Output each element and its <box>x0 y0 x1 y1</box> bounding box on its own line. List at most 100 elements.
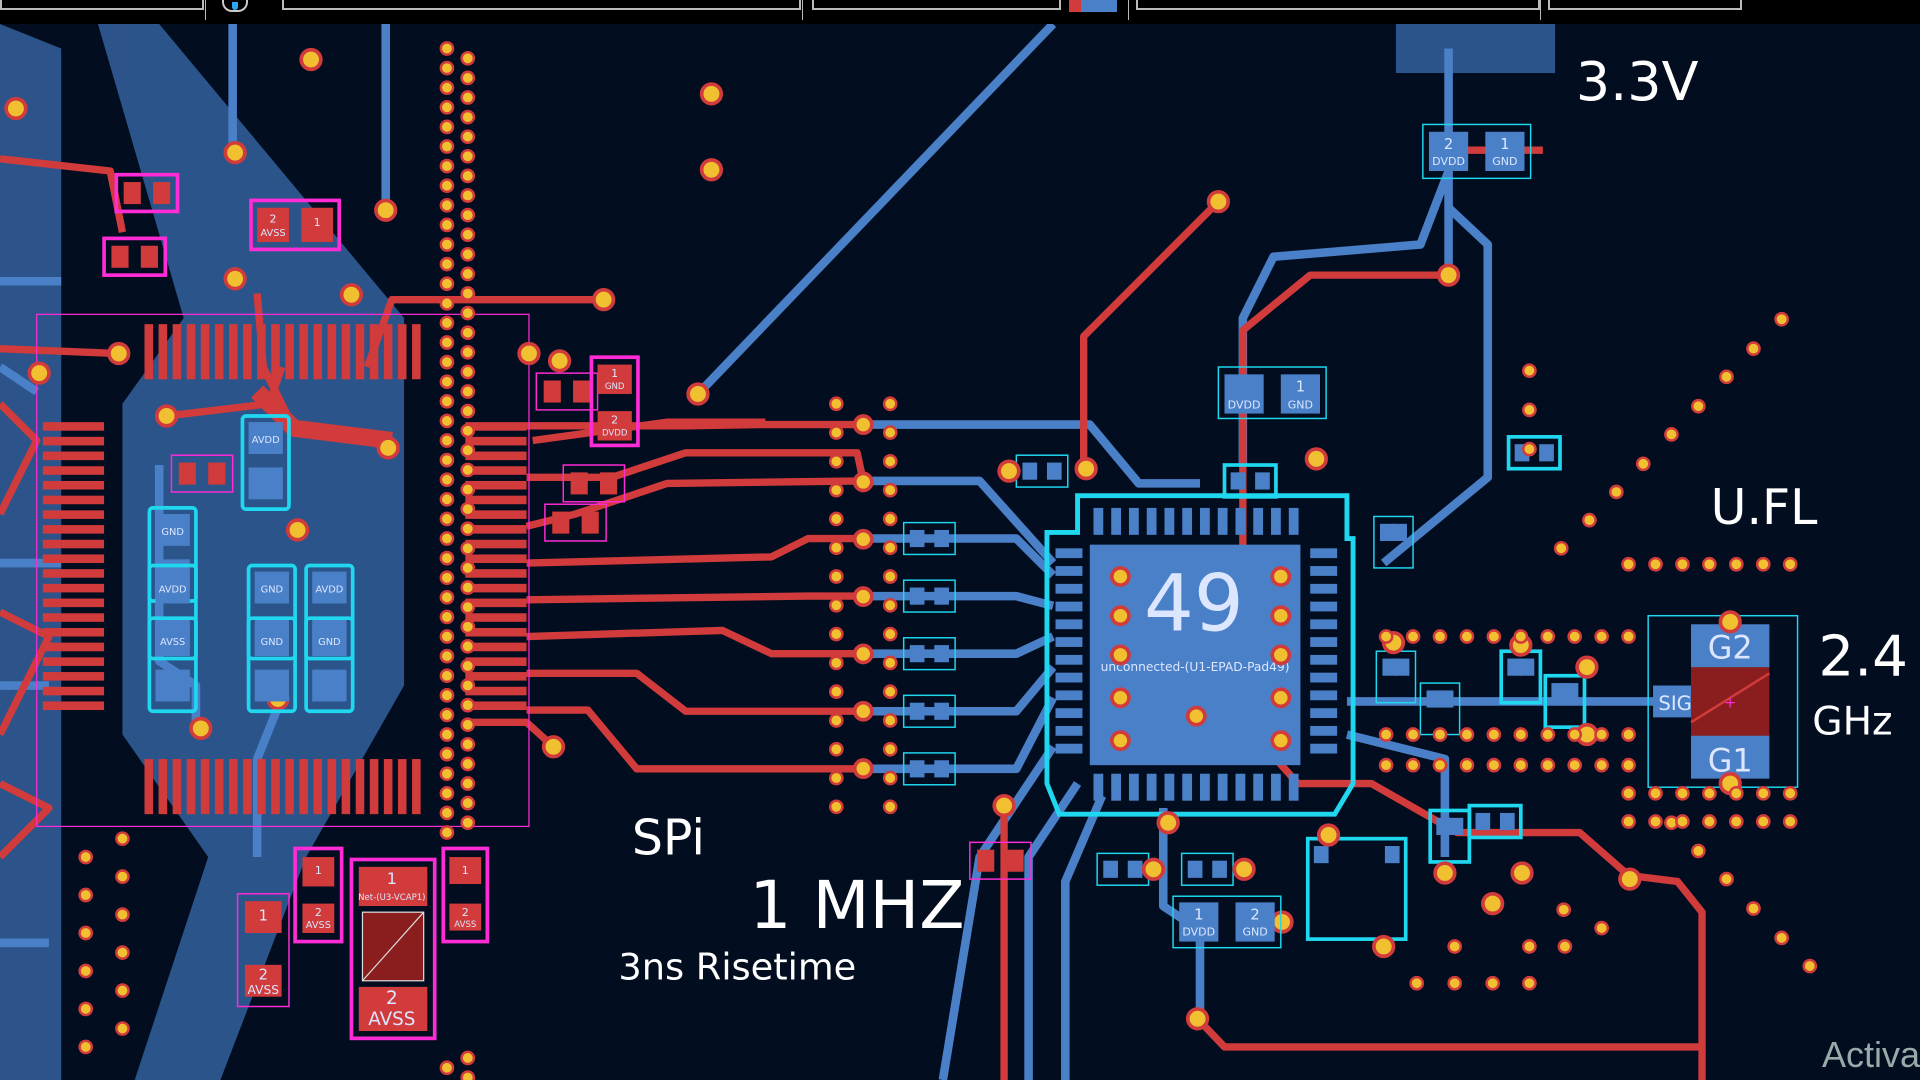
pad-net: Net-(U3-VCAP1) <box>358 893 425 903</box>
via <box>1513 757 1529 773</box>
via <box>882 597 898 613</box>
via <box>439 119 455 135</box>
capacitor-dvdd[interactable]: DVDD 1 GND <box>1217 366 1327 420</box>
toolbar-field[interactable] <box>0 0 204 10</box>
via <box>1621 727 1636 742</box>
pad-net: DVDD <box>1228 399 1261 412</box>
passive-pad <box>1127 860 1143 878</box>
pad-net: AVSS <box>160 637 185 648</box>
via <box>460 619 476 635</box>
via <box>439 609 455 625</box>
ufl-body-hatch <box>1690 672 1771 724</box>
ic-pin <box>465 466 527 475</box>
ic-pin <box>257 324 266 380</box>
capacitor-courtyard <box>147 563 198 661</box>
via <box>376 436 400 460</box>
thermal-via <box>1110 605 1131 627</box>
pad-num: 1 <box>314 216 321 229</box>
hand-annotations: 3.3V U.FL 2.4 GHz SPi 1 MHZ 3ns Risetime <box>618 50 1908 989</box>
via <box>1522 363 1537 379</box>
via <box>439 668 455 684</box>
via <box>1522 975 1537 991</box>
ic-pin <box>1111 507 1122 535</box>
vias <box>4 41 1818 1080</box>
passive-courtyard <box>902 637 956 671</box>
passive-pad <box>1103 860 1118 878</box>
capacitor-courtyard <box>304 563 355 661</box>
via <box>882 684 898 700</box>
ic-pin <box>1310 566 1338 576</box>
ic-pin <box>1055 619 1083 630</box>
ic-pin <box>42 510 105 519</box>
via <box>828 453 844 469</box>
passive-pad <box>123 182 141 205</box>
ufl-pad-g1[interactable] <box>1691 734 1770 779</box>
pad-num: 1 <box>611 367 618 380</box>
via <box>439 335 455 350</box>
via <box>828 741 844 757</box>
capacitor-3v3[interactable]: 2 DVDD 1 GND <box>1422 123 1532 180</box>
passive-pad <box>1380 523 1395 541</box>
via <box>439 41 455 56</box>
layer-icon[interactable] <box>222 0 248 12</box>
via <box>115 1021 130 1036</box>
capacitor-dvdd-bottom[interactable]: 1 DVDD 2 GND <box>1172 895 1282 949</box>
toolbar-field[interactable] <box>282 0 801 10</box>
capacitor-avss-a[interactable]: 1 2 AVSS <box>236 893 290 1008</box>
via <box>1621 556 1636 572</box>
ic-pin <box>1288 507 1299 535</box>
toolbar-field[interactable] <box>1548 0 1742 10</box>
main-ic[interactable]: 49 unconnected-(U1-EPAD-Pad49) <box>1044 493 1356 817</box>
capacitor-avss-top[interactable]: 2 AVSS 1 <box>249 198 342 252</box>
toolbar-separator <box>1128 0 1129 20</box>
ic-pin <box>369 324 379 380</box>
via <box>882 626 898 642</box>
ic-pin <box>200 759 210 815</box>
via <box>1746 901 1761 916</box>
capacitor-vcap[interactable]: 1 Net-(U3-VCAP1) 2 AVSS <box>349 857 437 1041</box>
via <box>460 462 476 478</box>
toolbar-separator <box>1540 0 1541 20</box>
passive-pad <box>977 849 995 872</box>
ic-pin <box>1093 773 1104 801</box>
via <box>460 658 476 674</box>
ic-pin <box>1055 672 1083 683</box>
layer-color-swatch[interactable] <box>1081 0 1117 12</box>
via <box>460 540 476 556</box>
via <box>699 158 724 182</box>
via <box>460 70 476 86</box>
via <box>1553 540 1569 556</box>
pad-num: 2 <box>462 906 469 919</box>
via <box>1185 1007 1210 1031</box>
via <box>1774 930 1789 946</box>
capacitor-avss-b[interactable]: 1 2 AVSS <box>293 846 344 944</box>
ic-pin <box>1146 507 1157 535</box>
ic-pin <box>257 759 266 815</box>
passive-courtyard <box>544 503 607 542</box>
left-ic-courtyard[interactable] <box>36 313 530 828</box>
via <box>1621 814 1636 829</box>
pcb-canvas[interactable]: 49 unconnected-(U1-EPAD-Pad49) G2 G1 SIG… <box>0 24 1920 1080</box>
layer-color-swatch[interactable] <box>1069 0 1081 12</box>
capacitor-avss-c[interactable]: 1 2 AVSS <box>441 846 490 944</box>
toolbar-field[interactable] <box>812 0 1061 10</box>
pad-num: 2 <box>315 906 322 919</box>
passive-pad <box>543 380 561 403</box>
capacitor-gnd-dvdd[interactable]: 1 GND 2 DVDD <box>589 355 640 448</box>
ic-pin <box>1055 725 1083 736</box>
passive-pad <box>1394 658 1410 676</box>
via <box>1728 814 1744 829</box>
via <box>882 655 898 671</box>
ufl-connector[interactable]: G2 G1 SIG + <box>1647 614 1799 788</box>
ic-pin <box>1055 637 1083 647</box>
via <box>154 404 179 428</box>
ic-pin <box>1200 773 1210 801</box>
ufl-pad-sig[interactable] <box>1653 685 1698 718</box>
via <box>828 396 844 412</box>
main-ic-courtyard <box>1044 493 1356 817</box>
via <box>460 442 476 458</box>
toolbar-field[interactable] <box>1136 0 1540 10</box>
passive-pad <box>1539 444 1554 462</box>
ic-pin <box>144 324 154 380</box>
